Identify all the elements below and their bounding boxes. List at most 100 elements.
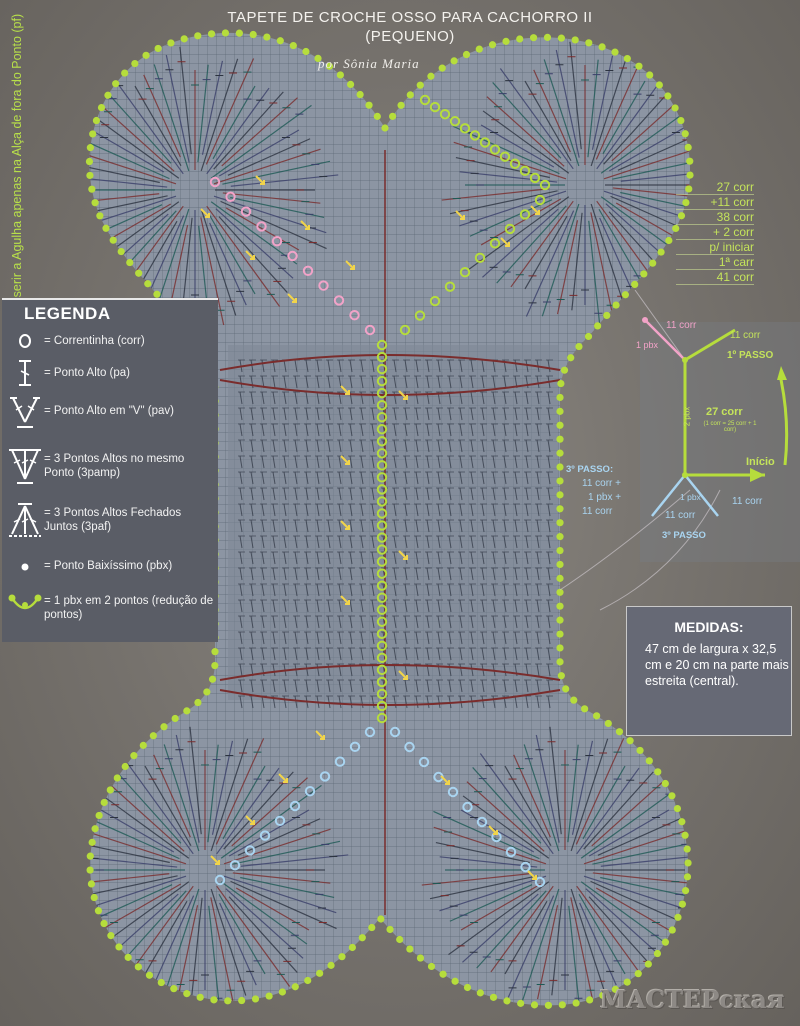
body-stitch (327, 375, 331, 389)
step-label: 1 pbx (636, 340, 659, 350)
direction-arrow (340, 595, 350, 605)
body-stitch (316, 647, 320, 661)
radial-stitch (89, 161, 160, 184)
body-stitch (503, 599, 507, 613)
blue-chain-left (304, 786, 316, 797)
body-stitch (415, 439, 419, 453)
edge-dot (673, 804, 682, 813)
center-chain (376, 460, 388, 471)
body-stitch (393, 503, 397, 517)
body-stitch (448, 519, 452, 533)
edge-dot (503, 997, 511, 1005)
body-stitch (261, 439, 265, 453)
body-stitch (294, 551, 298, 565)
body-stitch (371, 567, 375, 581)
direction-arrow (300, 220, 310, 230)
edge-dot (450, 57, 458, 65)
edge-dot (124, 953, 132, 961)
center-chain (376, 387, 388, 399)
edge-dot (207, 30, 216, 38)
body-stitch (503, 567, 507, 581)
edge-dot (438, 64, 446, 72)
body-stitch (470, 407, 474, 421)
radial-stitch (144, 900, 188, 975)
body-stitch (437, 503, 441, 517)
pink-chain (240, 206, 252, 217)
direction-arrow (398, 670, 408, 680)
edge-dot (599, 991, 607, 999)
body-stitch (250, 695, 254, 709)
green-chain-diag (504, 223, 516, 235)
body-stitch (470, 679, 474, 693)
body-stitch (459, 599, 463, 613)
body-stitch (338, 471, 342, 485)
edge-dot (115, 943, 123, 951)
radial-stitch (212, 85, 256, 160)
step-label: 11 corr (732, 496, 763, 507)
body-stitch (448, 407, 452, 421)
body-stitch (338, 487, 342, 501)
edge-dot (304, 976, 312, 985)
radial-stitch (175, 734, 200, 843)
body-stitch (327, 407, 331, 421)
body-stitch (404, 647, 408, 661)
body-stitch (492, 631, 496, 645)
direction-arrow (455, 210, 465, 220)
body-stitch (316, 375, 320, 389)
body-stitch (459, 503, 463, 517)
double-crochet-icon (19, 360, 31, 386)
body-stitch (294, 375, 298, 389)
body-stitch (448, 567, 452, 581)
body-stitch (393, 359, 397, 373)
edge-dot (556, 407, 564, 415)
blue-chain-right (404, 741, 415, 753)
body-stitch (415, 679, 419, 693)
radial-stitch (89, 146, 177, 185)
body-stitch (437, 423, 441, 437)
radial-stitch (102, 795, 190, 859)
body-stitch (316, 455, 320, 469)
edge-dot (109, 236, 117, 244)
edge-dot (238, 996, 246, 1005)
edge-dot (611, 985, 619, 993)
radial-stitch (580, 881, 668, 945)
edge-dot (562, 685, 570, 693)
body-stitch (305, 535, 309, 549)
body-stitch (239, 423, 243, 437)
green-chain-upper (459, 123, 471, 134)
body-stitch (239, 535, 243, 549)
body-stitch (272, 407, 276, 421)
body-stitch (437, 439, 441, 453)
edge-dot (291, 983, 299, 991)
direction-arrow (210, 855, 220, 865)
body-stitch (514, 503, 518, 517)
body-stitch (360, 375, 364, 389)
body-stitch (272, 439, 276, 453)
edge-dot (681, 831, 689, 839)
body-stitch (360, 455, 364, 469)
radial-stitch (205, 58, 255, 165)
blue-chain-right (520, 861, 531, 873)
steps-line: p/ iniciar (676, 240, 754, 255)
body-stitch (470, 359, 474, 373)
edge-dot (530, 1001, 539, 1009)
body-stitch (514, 583, 518, 597)
radial-stitch (568, 905, 581, 1006)
radial-stitch (453, 141, 567, 180)
body-stitch (371, 679, 375, 693)
center-chain (376, 700, 388, 712)
edge-dot (516, 35, 524, 43)
edge-dot (683, 845, 691, 853)
center-chain (376, 712, 388, 724)
direction-arrow (287, 293, 297, 303)
radial-stitch (216, 885, 291, 987)
edge-dot (373, 112, 381, 120)
body-stitch (272, 375, 276, 389)
edge-dot (621, 291, 630, 299)
body-stitch (404, 535, 408, 549)
body-stitch (437, 487, 441, 501)
body-stitch (338, 647, 342, 661)
body-stitch (536, 599, 540, 613)
edge-dot (107, 932, 115, 940)
body-stitch (415, 583, 419, 597)
